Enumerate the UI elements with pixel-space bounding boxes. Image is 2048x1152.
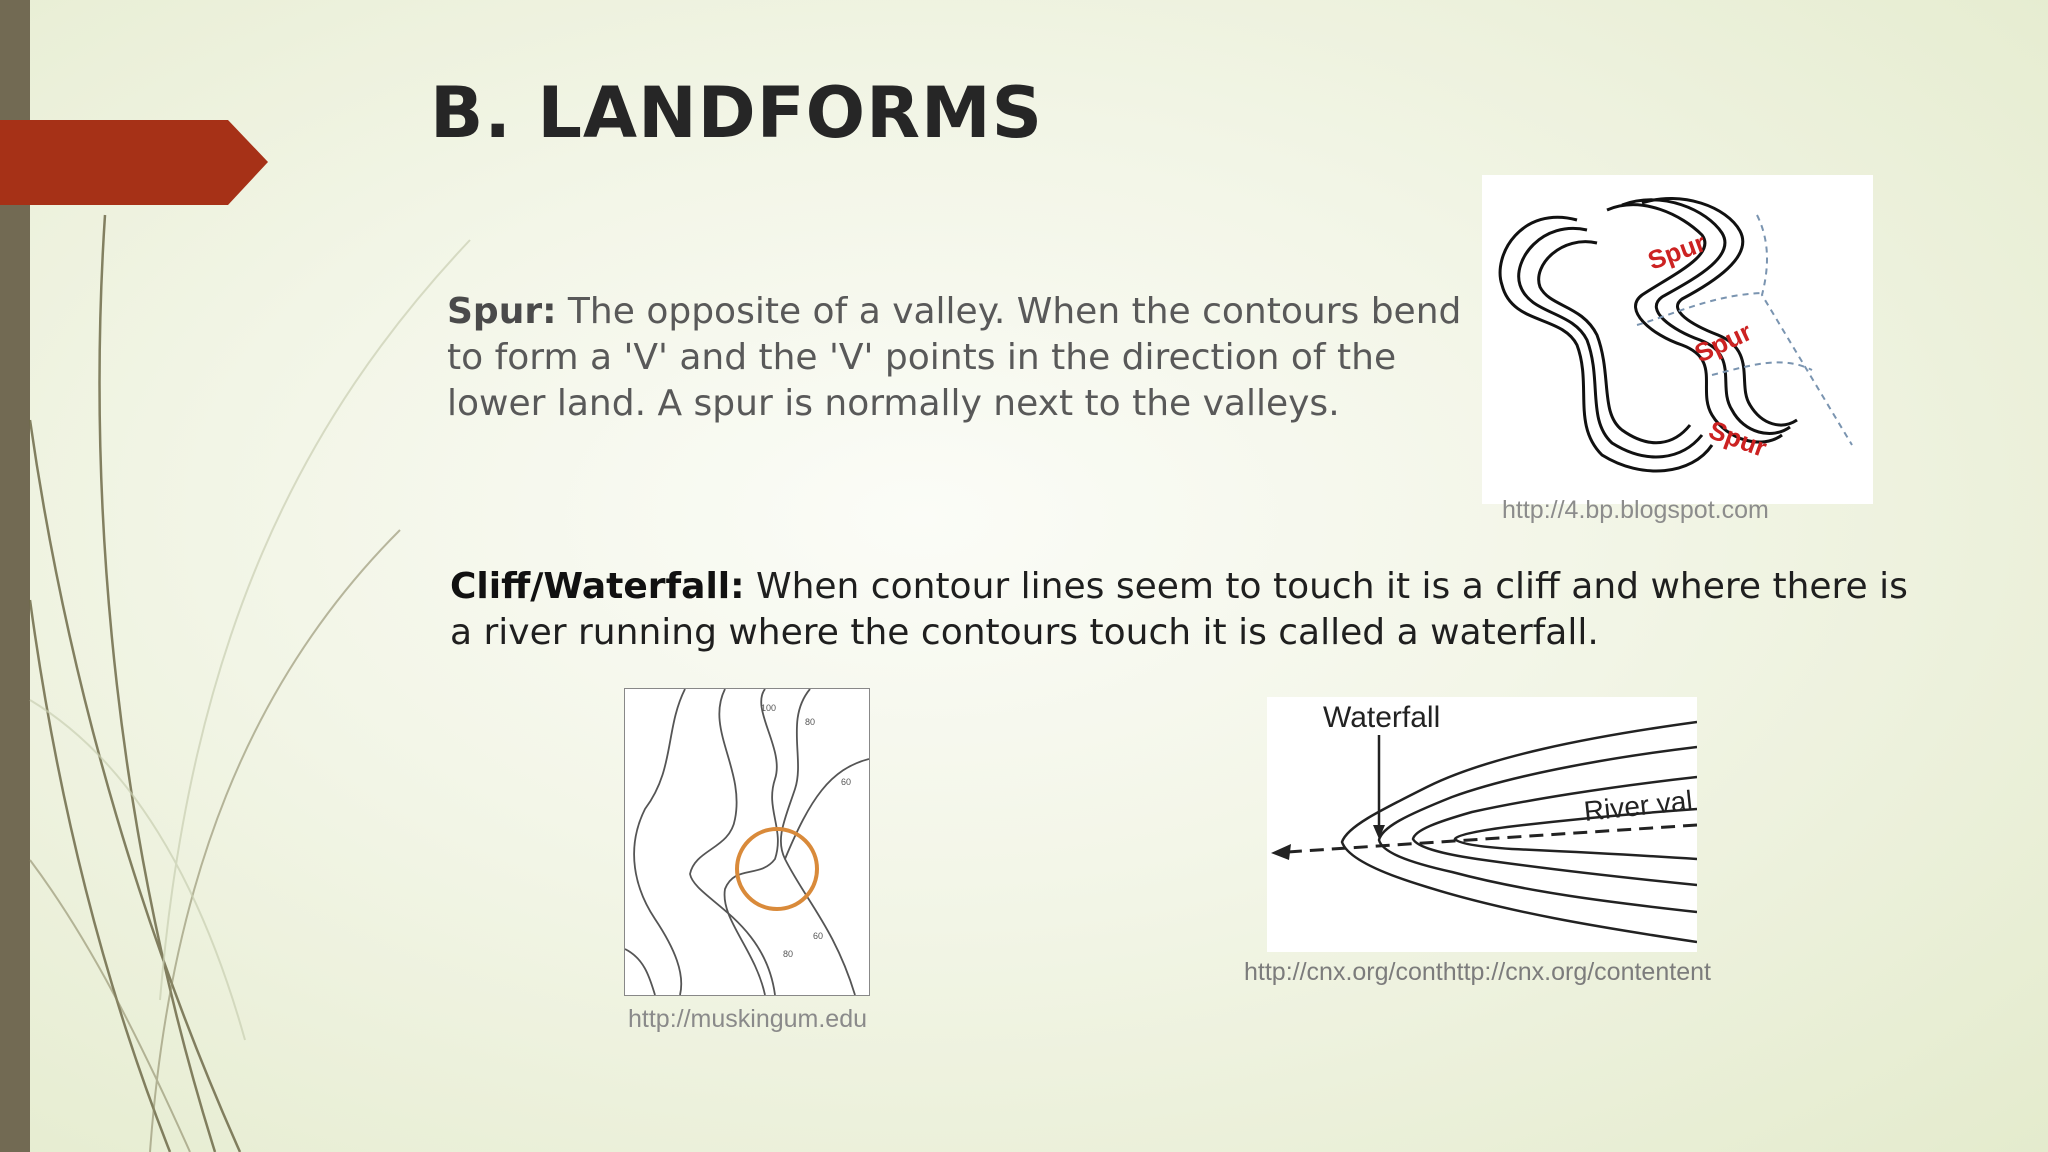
title-arrow-tab [0, 120, 268, 205]
river-valley-label: River val [1582, 785, 1694, 827]
cliff-description: When contour lines seem to touch it is a… [450, 566, 1908, 653]
waterfall-diagram-title: Waterfall [1323, 701, 1440, 734]
spur-term: Spur: [447, 291, 557, 332]
contour-label-80-top: 80 [805, 717, 815, 727]
contour-label-60-bottom: 60 [813, 931, 823, 941]
slide-title: B. LANDFORMS [430, 72, 1044, 154]
spur-image-source: http://4.bp.blogspot.com [1502, 496, 1769, 524]
cliff-paragraph: Cliff/Waterfall: When contour lines seem… [450, 564, 1910, 656]
spur-paragraph: Spur: The opposite of a valley. When the… [447, 289, 1477, 427]
contour-label-100: 100 [761, 703, 776, 713]
contour-map-source: http://muskingum.edu [628, 1005, 868, 1033]
spur-label-3: Spur [1705, 414, 1771, 462]
contour-label-60-top: 60 [841, 777, 851, 787]
cliff-term: Cliff/Waterfall: [450, 566, 745, 607]
waterfall-diagram-source: http://cnx.org/conthttp://cnx.org/conten… [1244, 958, 1711, 986]
cliff-contour-map-image: 100 80 60 60 80 [624, 688, 870, 996]
spur-contour-image: Spur Spur Spur [1482, 175, 1873, 504]
spur-description: The opposite of a valley. When the conto… [447, 291, 1462, 424]
contour-label-80-bottom: 80 [783, 949, 793, 959]
spur-label-1: Spur [1644, 227, 1710, 275]
waterfall-diagram-image: Waterfall River val [1267, 697, 1698, 952]
